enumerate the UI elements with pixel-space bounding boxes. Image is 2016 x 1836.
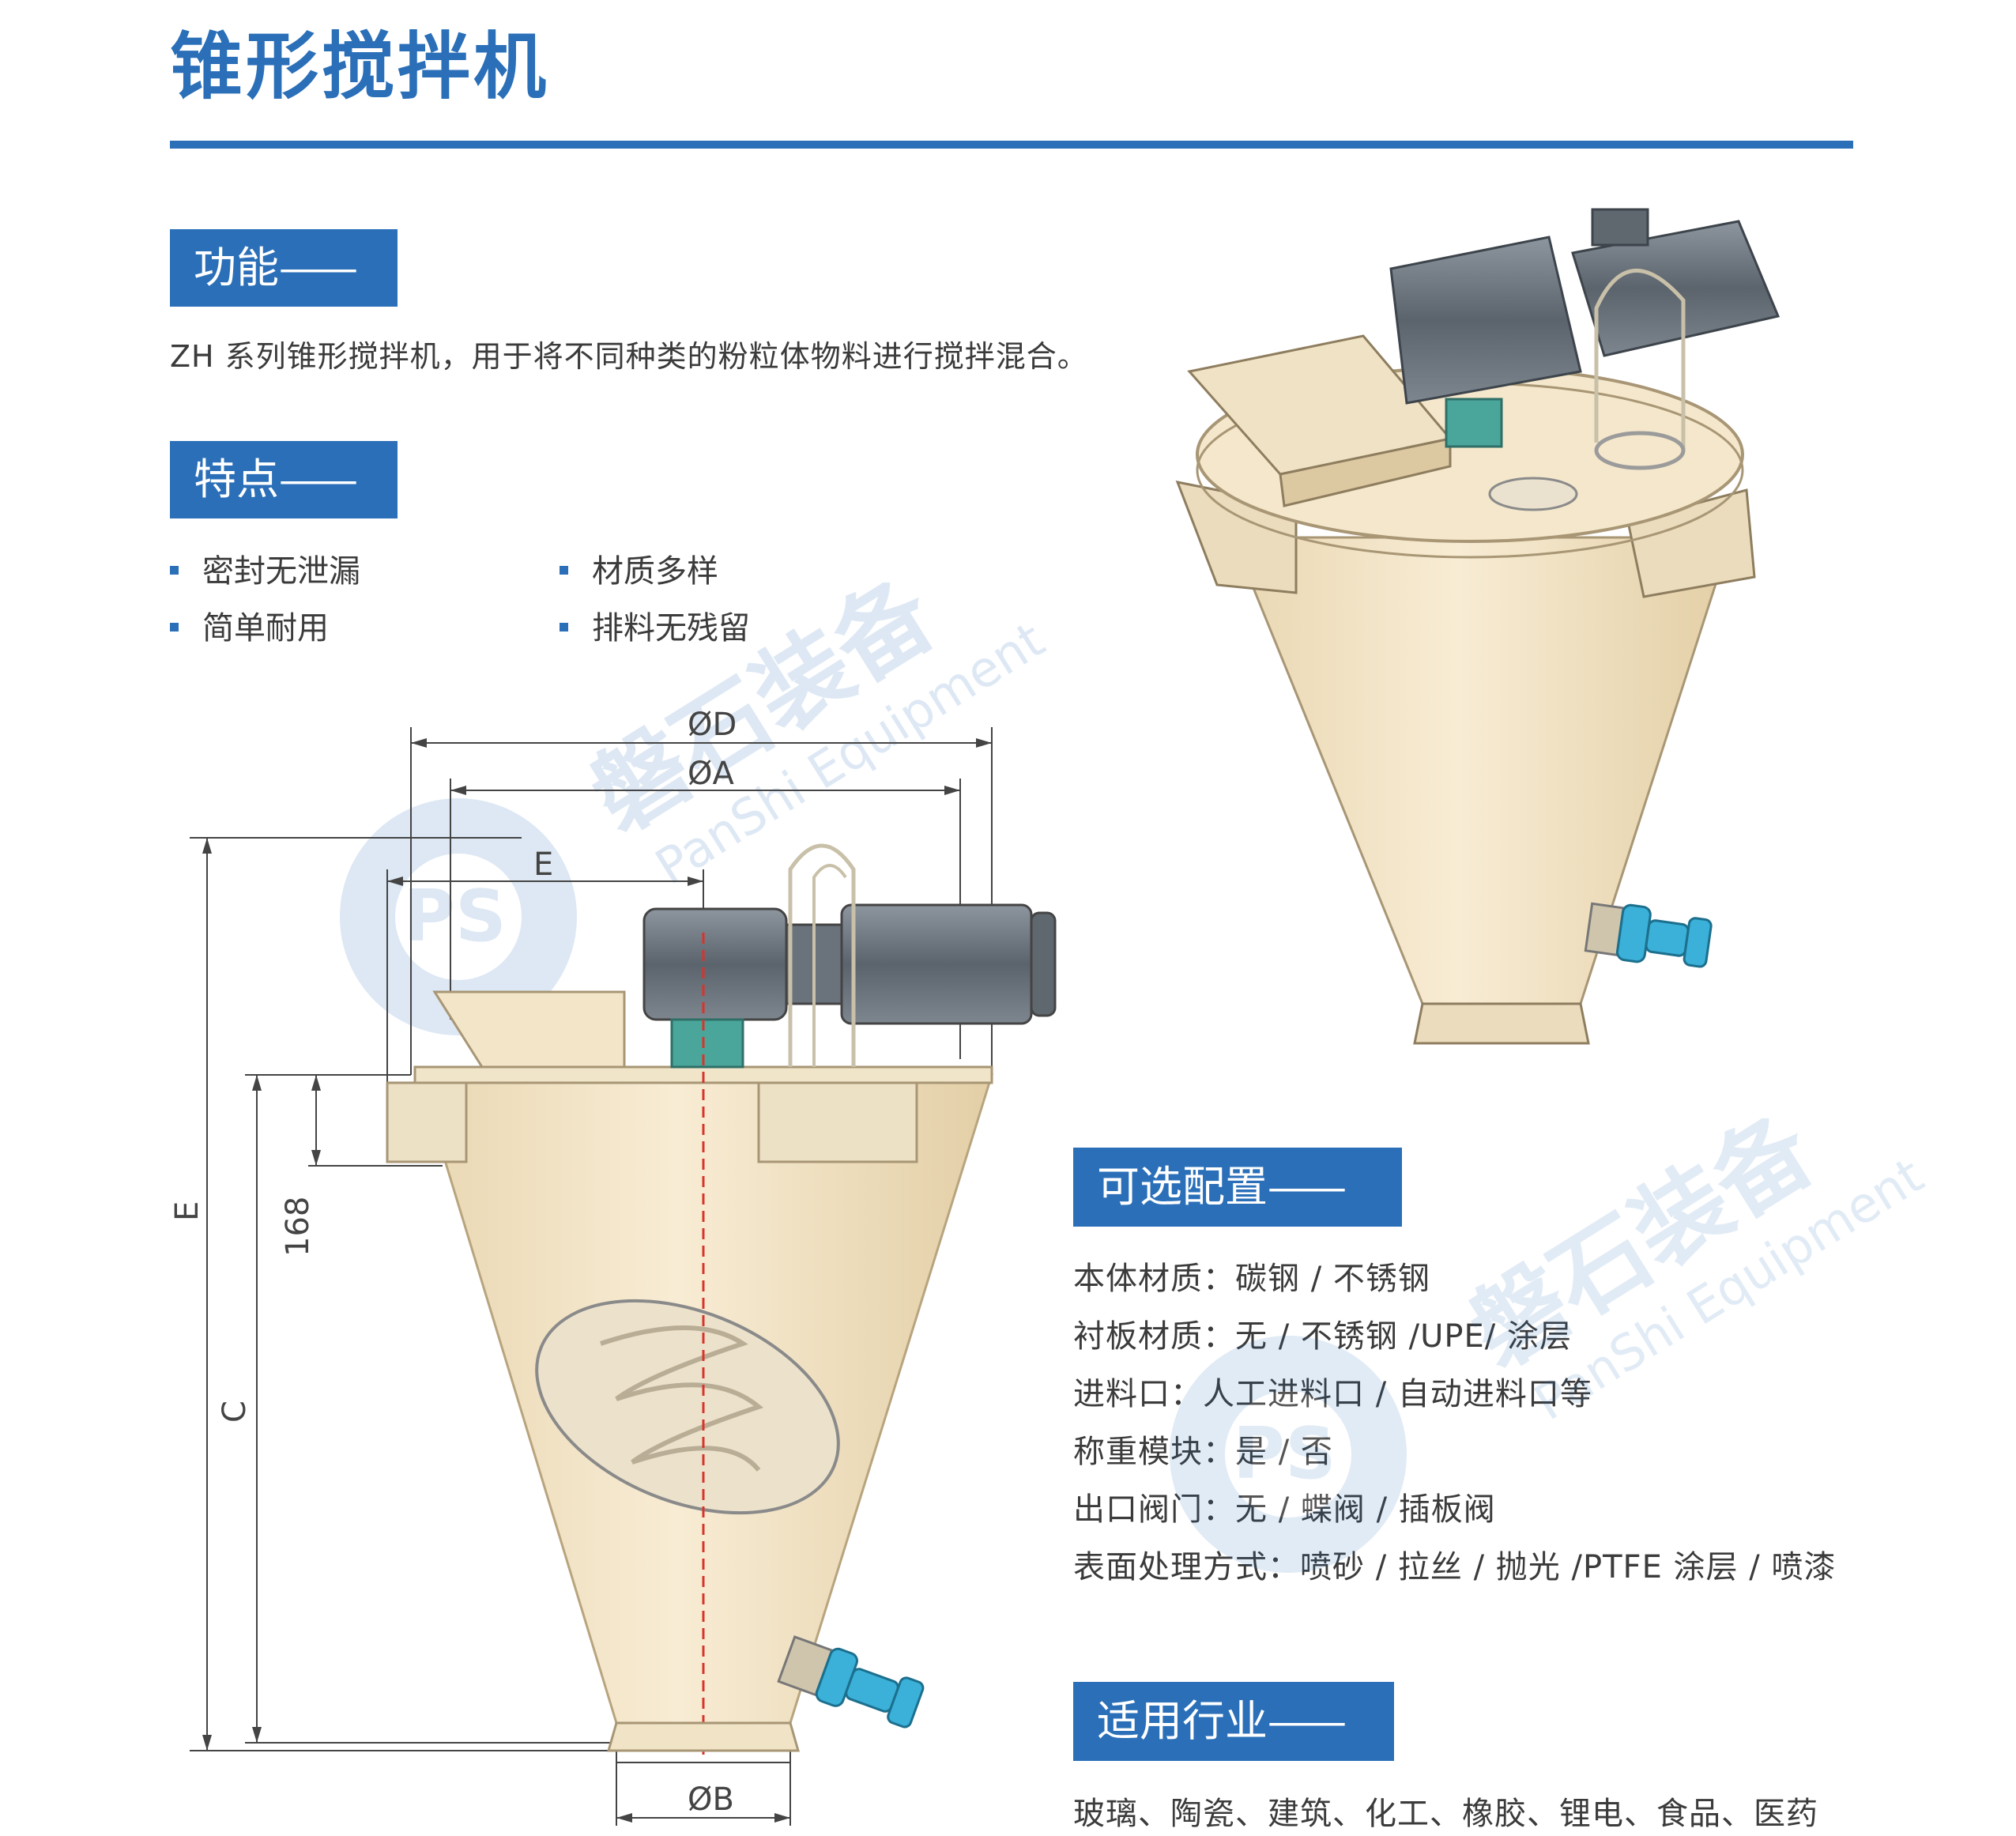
bullet-icon [170, 622, 179, 631]
industries-heading: 适用行业—— [1073, 1682, 1394, 1761]
feature-item-label: 材质多样 [592, 553, 718, 590]
feature-item: 材质多样 [560, 545, 718, 591]
mixer-3d-render [1175, 208, 1780, 1045]
function-heading-label: 功能 [194, 243, 279, 292]
dim-label-D: ØD [688, 707, 737, 743]
dim-label-E-side: E [169, 1201, 205, 1221]
mixer-drawing [386, 843, 1057, 1755]
features-heading-label: 特点 [194, 454, 279, 504]
option-line: 称重模块：是 / 否 [1073, 1434, 1333, 1470]
function-heading-dash: —— [279, 243, 358, 292]
dim-label-C: C [217, 1401, 253, 1423]
dim-label-B: ØB [688, 1781, 734, 1818]
industries-text: 玻璃、陶瓷、建筑、化工、橡胶、锂电、食品、医药 [1073, 1796, 1818, 1832]
bullet-icon [560, 622, 568, 631]
function-heading: 功能—— [170, 229, 398, 307]
dimension-lines [190, 727, 993, 1826]
bullet-icon [560, 565, 568, 575]
option-line: 出口阀门：无 / 蝶阀 / 插板阀 [1073, 1491, 1496, 1528]
dim-label-A: ØA [688, 756, 734, 792]
options-heading-dash: —— [1268, 1162, 1347, 1212]
options-heading: 可选配置—— [1073, 1148, 1402, 1227]
industries-heading-label: 适用行业 [1097, 1696, 1268, 1746]
dimension-arrows [202, 738, 992, 1823]
title-divider [170, 141, 1853, 149]
page-title: 锥形搅拌机 [170, 24, 550, 109]
features-heading-dash: —— [279, 454, 358, 504]
options-heading-label: 可选配置 [1097, 1162, 1268, 1212]
option-line: 本体材质：碳钢 / 不锈钢 [1073, 1261, 1430, 1297]
feature-item: 排料无残留 [560, 602, 750, 648]
dim-label-E-top: E [533, 846, 553, 883]
features-heading: 特点—— [170, 441, 398, 518]
feature-item-label: 密封无泄漏 [202, 553, 360, 590]
feature-item: 简单耐用 [170, 602, 329, 648]
industries-heading-dash: —— [1268, 1696, 1347, 1746]
option-line: 衬板材质：无 / 不锈钢 /UPE/ 涂层 [1073, 1318, 1572, 1355]
option-line: 进料口：人工进料口 / 自动进料口等 [1073, 1376, 1592, 1412]
function-text: ZH 系列锥形搅拌机，用于将不同种类的粉粒体物料进行搅拌混合。 [170, 339, 1088, 374]
option-line: 表面处理方式：喷砂 / 拉丝 / 抛光 /PTFE 涂层 / 喷漆 [1073, 1549, 1837, 1585]
feature-item: 密封无泄漏 [170, 545, 360, 591]
bullet-icon [170, 565, 179, 575]
feature-item-label: 简单耐用 [202, 610, 329, 647]
feature-item-label: 排料无残留 [592, 610, 750, 647]
dim-label-168: 168 [280, 1197, 316, 1257]
